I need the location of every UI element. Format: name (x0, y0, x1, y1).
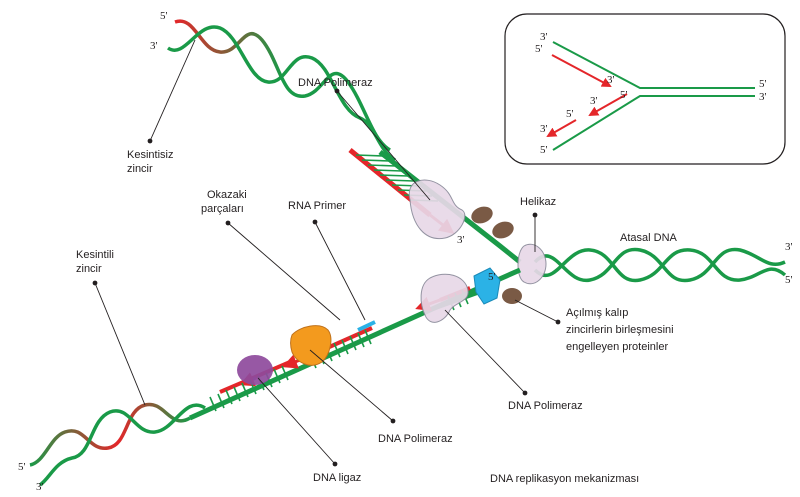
inset-end-right-2: 3' (759, 91, 767, 103)
inset-template-top (552, 41, 755, 89)
inset-end-right-1: 5' (759, 78, 767, 90)
lagging-strand-helix (29, 402, 206, 487)
lagging-end-5: 5' (488, 271, 496, 283)
bottom-end-5: 5' (18, 461, 26, 473)
leader-dots (92, 88, 561, 467)
bottom-end-3: 3' (36, 481, 44, 493)
leading-strand-helix (166, 19, 397, 162)
label-polymerase-top: DNA Polimeraz (298, 77, 373, 89)
label-ssb-3: engelleyen proteinler (566, 341, 668, 353)
label-polymerase-right: DNA Polimeraz (508, 400, 583, 412)
inset-end-2: 5' (535, 43, 543, 55)
inset-fork-diagram: 3' 5' 3' 5' 3' 5' 3' 5' 5' 3' (504, 13, 786, 165)
inset-end-3: 3' (607, 74, 615, 86)
dna-ligase (237, 355, 273, 385)
parent-dna-helix (533, 247, 787, 283)
helix-strand-a (174, 19, 391, 152)
label-polymerase-bottom: DNA Polimeraz (378, 433, 453, 445)
leader-lines (94, 39, 559, 465)
label-leading-1: Kesintisiz (127, 149, 173, 161)
helix-strand-b (166, 25, 397, 162)
dna-polymerase-okazaki (290, 325, 332, 366)
inset-leading-arrow (551, 54, 612, 87)
ssb-protein-2 (492, 221, 514, 239)
ssb-protein-1 (471, 206, 493, 224)
inset-end-8: 5' (540, 144, 548, 156)
dna-polymerase-top (408, 179, 466, 240)
label-parent-dna: Atasal DNA (620, 232, 678, 244)
inset-end-1: 3' (540, 31, 548, 43)
label-ligase: DNA ligaz (313, 472, 361, 484)
right-end-5: 5' (785, 274, 793, 286)
ssb-protein-3 (502, 288, 522, 304)
lagging-arrow-2 (282, 354, 301, 369)
primase (473, 267, 501, 305)
inset-end-5: 3' (590, 95, 598, 107)
inset-template-bottom (552, 95, 755, 151)
label-rna-primer: RNA Primer (288, 200, 346, 212)
helicase (517, 243, 547, 285)
label-lagging-2: zincir (76, 263, 102, 275)
dna-polymerase-lagging (420, 273, 469, 323)
top-end-3: 3' (150, 40, 158, 52)
inset-lagging-arrow-1 (588, 93, 628, 116)
lagging-strand (188, 267, 522, 421)
lagging-template-strand (188, 267, 522, 421)
leading-end-3: 3' (457, 234, 465, 246)
inset-end-4: 5' (620, 89, 628, 101)
figure-caption: DNA replikasyon mekanizması (490, 473, 639, 485)
inset-end-7: 3' (540, 123, 548, 135)
inset-end-6: 5' (566, 108, 574, 120)
rna-primer (357, 320, 376, 332)
label-leading-2: zincir (127, 163, 153, 175)
label-ssb-1: Açılmış kalıp (566, 307, 628, 319)
right-end-3: 3' (785, 241, 793, 253)
inset-lagging-arrow-2 (546, 119, 577, 137)
label-okazaki-1: Okazaki (207, 189, 247, 201)
label-okazaki-2: parçaları (201, 203, 244, 215)
label-lagging-1: Kesintili (76, 249, 114, 261)
top-end-5: 5' (160, 10, 168, 22)
label-helicase: Helikaz (520, 196, 556, 208)
label-ssb-2: zincirlerin birleşmesini (566, 324, 674, 336)
